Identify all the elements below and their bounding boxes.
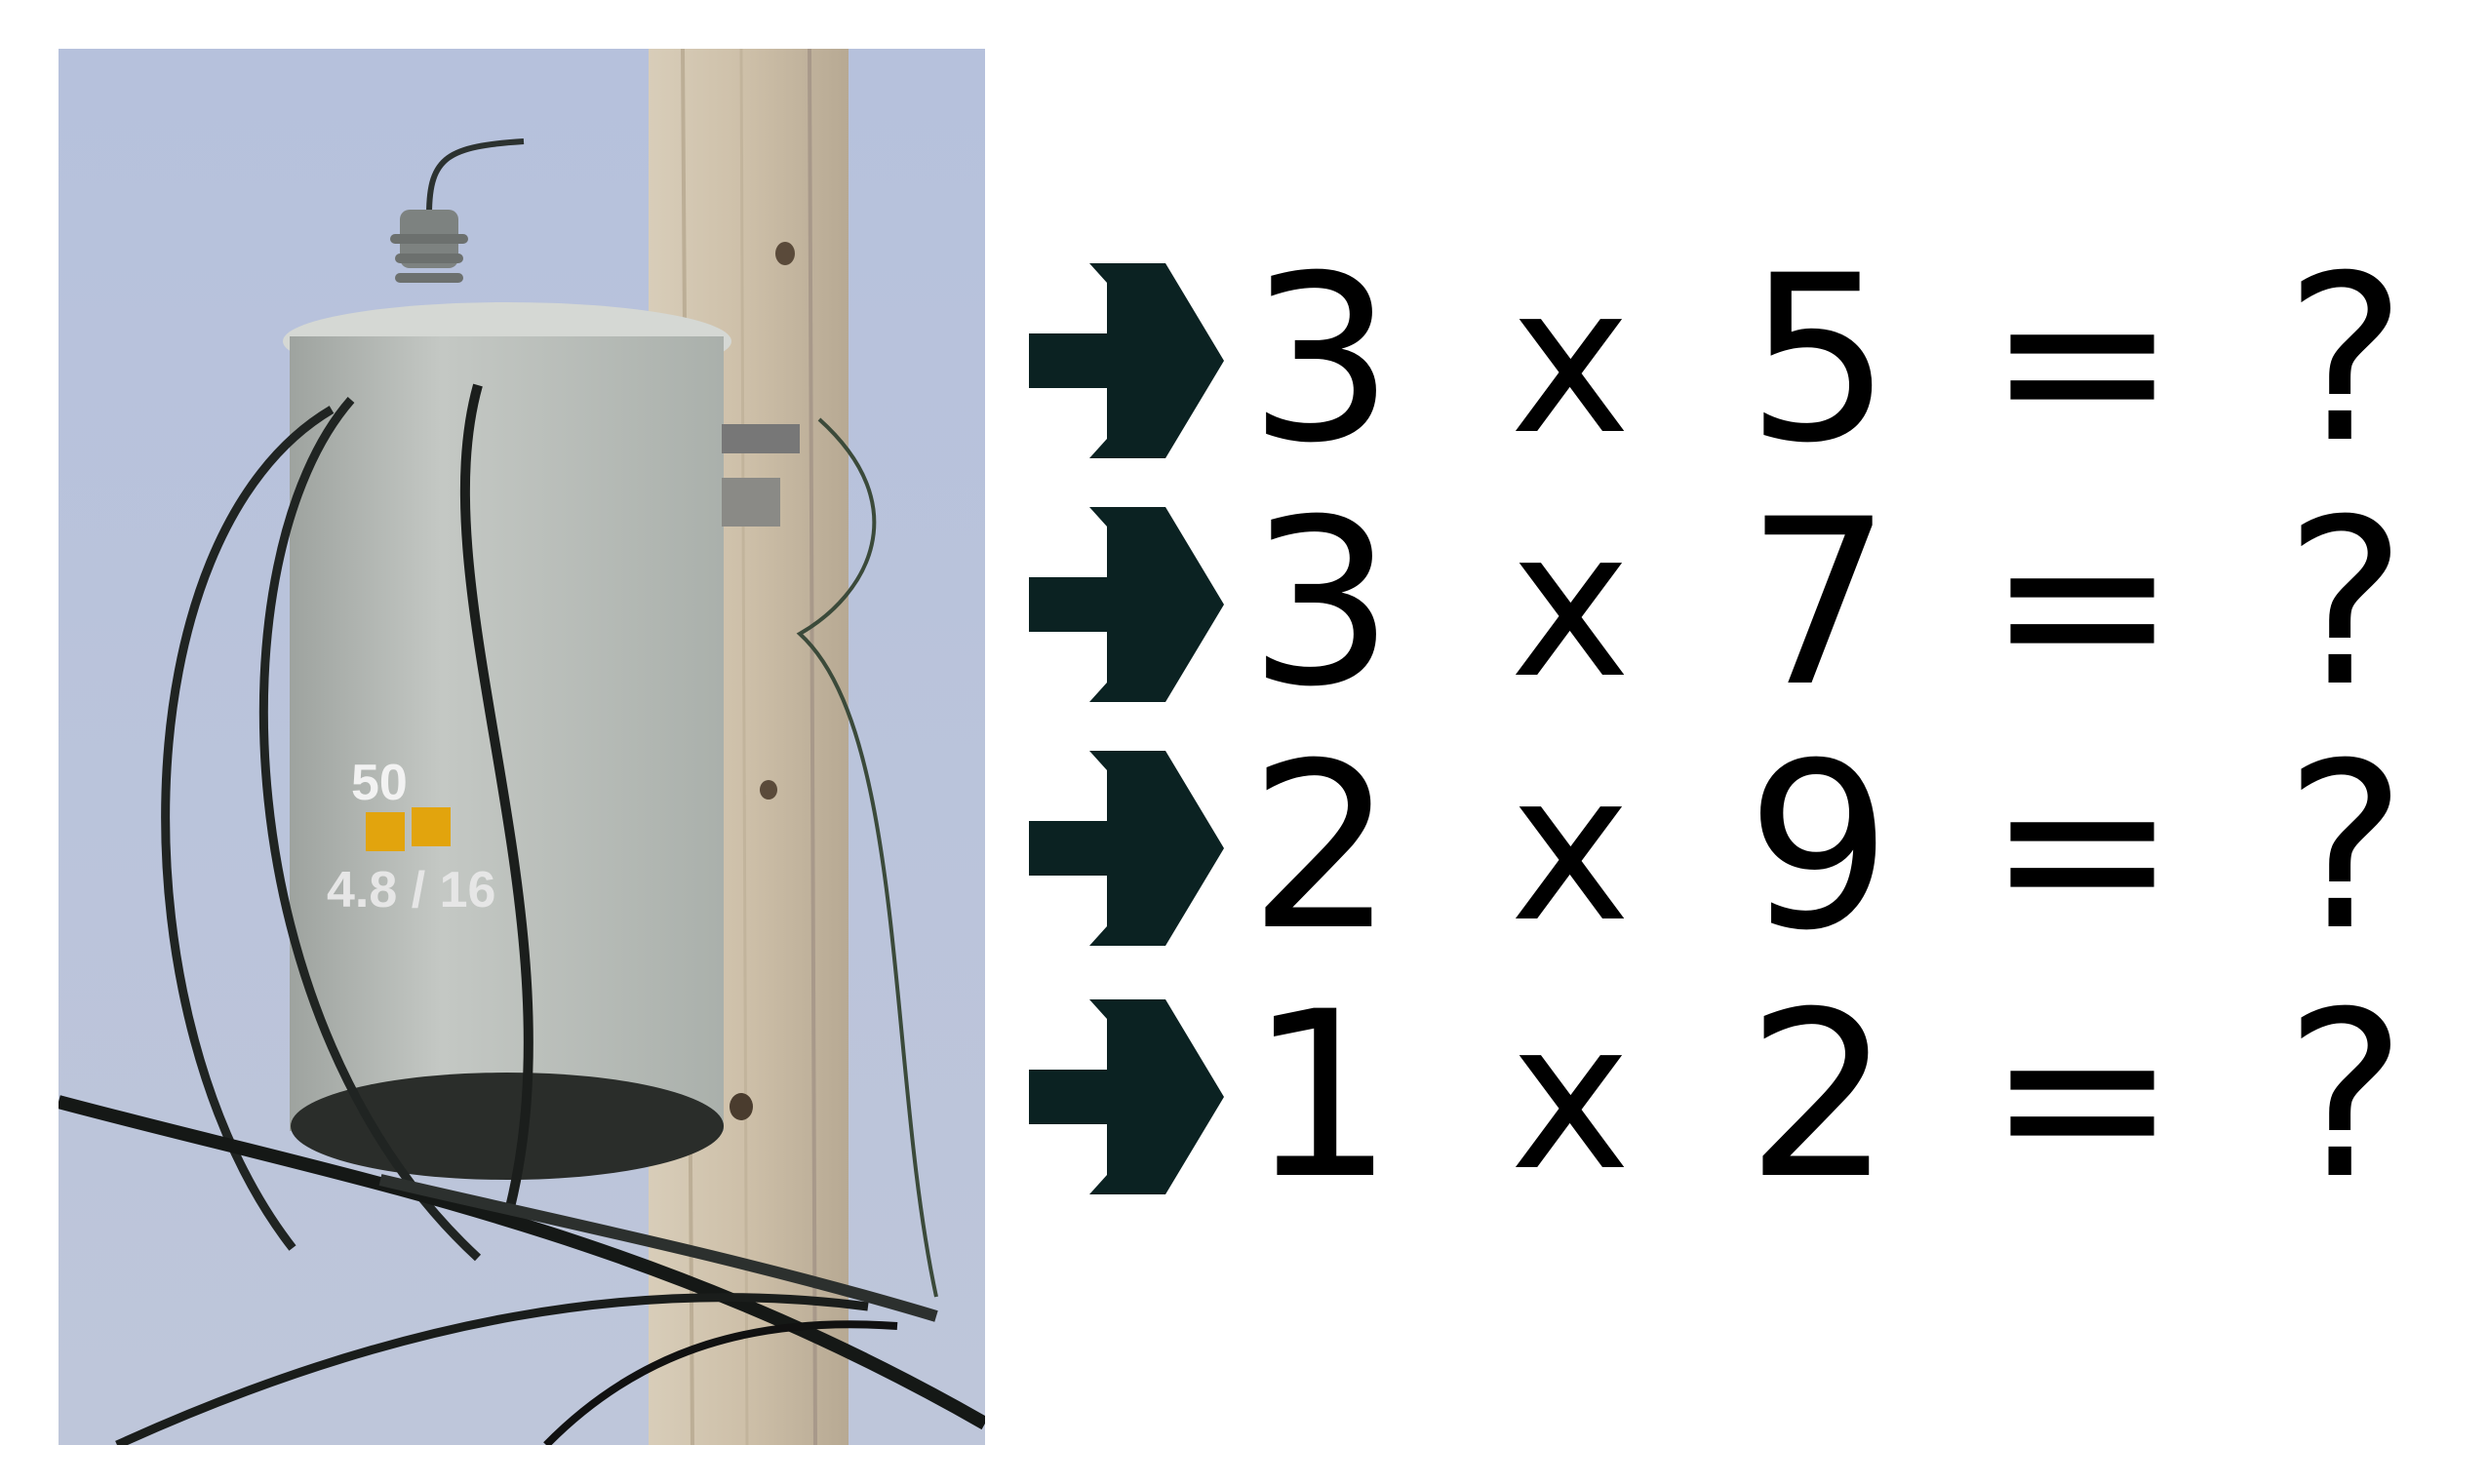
equals-sign: = <box>1986 715 2179 981</box>
operand-b: 7 <box>1746 471 1892 737</box>
equals-sign: = <box>1986 471 2179 737</box>
svg-text:4.8 / 16: 4.8 / 16 <box>327 862 495 918</box>
arrow-right-icon <box>1029 263 1224 458</box>
operand-a: 3 <box>1248 227 1395 493</box>
svg-text:50: 50 <box>351 755 408 811</box>
operand-b: 9 <box>1746 715 1892 981</box>
arrow-right-icon <box>1029 507 1224 702</box>
result-placeholder: ? <box>2284 963 2407 1230</box>
operator: x <box>1509 728 1632 967</box>
operand-a: 1 <box>1248 963 1395 1230</box>
operand-b: 2 <box>1746 963 1892 1230</box>
operator: x <box>1509 485 1632 723</box>
result-placeholder: ? <box>2284 227 2407 493</box>
arrow-right-icon <box>1029 999 1224 1194</box>
transformer-tank <box>290 336 724 1131</box>
operand-b: 5 <box>1746 227 1892 493</box>
equation-row: 3 x 7 = ? <box>1029 471 2443 737</box>
operator: x <box>1509 977 1632 1216</box>
operator: x <box>1509 241 1632 480</box>
equation-row: 3 x 5 = ? <box>1029 227 2443 493</box>
operand-a: 2 <box>1248 715 1395 981</box>
result-placeholder: ? <box>2284 715 2407 981</box>
equals-sign: = <box>1986 227 2179 493</box>
result-placeholder: ? <box>2284 471 2407 737</box>
transformer-photo: 50 4.8 / 16 <box>57 48 989 1450</box>
operand-a: 3 <box>1248 471 1395 737</box>
equation-row: 1 x 2 = ? <box>1029 963 2443 1230</box>
equals-sign: = <box>1986 963 2179 1230</box>
equation-row: 2 x 9 = ? <box>1029 715 2443 981</box>
arrow-right-icon <box>1029 751 1224 946</box>
equation-list: 3 x 5 = ? 3 x 7 = ? 2 x 9 = ? 1 x 2 = ? <box>1029 227 2443 1248</box>
